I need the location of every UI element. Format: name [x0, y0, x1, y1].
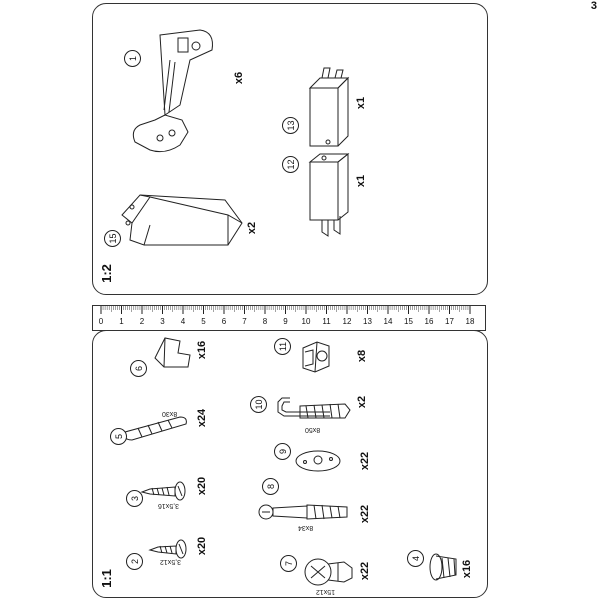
shelf-support-drawing [154, 337, 191, 368]
qty-part-4: x16 [461, 559, 474, 579]
dim-part-7: 15x12 [316, 588, 336, 595]
qty-part-2: x20 [196, 536, 209, 556]
dim-part-8: 8x34 [298, 524, 314, 531]
part-number-3: 3 [126, 490, 143, 507]
ruler-tick-label: 2 [139, 317, 145, 326]
hook-anchor-drawing [277, 397, 351, 419]
part-number-4: 4 [407, 550, 424, 567]
part-number-13: 13 [282, 117, 299, 134]
ruler-tick-label: 5 [201, 317, 206, 326]
qty-part-15: x2 [246, 221, 259, 235]
ruler-tick-label: 6 [221, 317, 227, 326]
dim-part-10: 8x50 [305, 426, 321, 433]
ruler-tick-label: 18 [465, 317, 475, 326]
part-number-11: 11 [274, 338, 291, 355]
part-number-15: 15 [104, 230, 121, 247]
qty-part-13: x1 [355, 96, 368, 110]
screw-3-5x12-drawing [148, 539, 187, 559]
part-number-6: 6 [130, 360, 147, 377]
ruler-tick-label: 3 [160, 317, 165, 326]
ruler-tick-label: 9 [283, 317, 288, 326]
dim-part-3: 3,5x16 [158, 502, 180, 509]
qty-part-6: x16 [196, 340, 209, 360]
part-number-10: 10 [250, 396, 267, 413]
qty-part-11: x8 [356, 349, 369, 363]
leg-drawing [121, 194, 243, 246]
ruler-tick-label: 12 [342, 317, 352, 326]
ruler-tick-label: 16 [424, 317, 434, 326]
ruler-tick-label: 13 [363, 317, 372, 326]
dim-part-5: 8x30 [162, 410, 178, 417]
dim-part-2: 3,5x12 [160, 558, 182, 565]
qty-part-3: x20 [196, 476, 209, 496]
part-number-9: 9 [274, 443, 291, 460]
ruler-tick-label: 0 [98, 317, 104, 326]
cam-bolt-drawing [258, 504, 348, 520]
ruler-tick-label: 15 [404, 317, 413, 326]
qty-part-7: x22 [359, 561, 372, 581]
page-number: 3 [590, 0, 597, 12]
part-number-8: 8 [262, 478, 279, 495]
qty-part-5: x24 [196, 408, 209, 428]
ruler-tick-label: 7 [242, 317, 247, 326]
ruler-tick-label: 4 [180, 317, 186, 326]
threaded-insert-drawing [429, 553, 457, 581]
top-parts-panel: 1:2 [92, 3, 488, 295]
qty-part-1: x6 [233, 71, 246, 85]
scale-label-top: 1:2 [98, 264, 114, 283]
ruler-tick-label: 11 [322, 317, 331, 326]
scale-label-bottom: 1:1 [98, 569, 114, 588]
cam-lock-drawing [304, 558, 353, 586]
part-number-5: 5 [110, 428, 127, 445]
screw-3-5x16-drawing [140, 481, 186, 501]
part-number-2: 2 [126, 553, 143, 570]
ruler-tick-label: 10 [301, 317, 311, 326]
ruler-tick-label: 1 [119, 317, 124, 326]
qty-part-8: x22 [359, 504, 372, 524]
ruler-tick-label: 14 [383, 317, 393, 326]
qty-part-9: x22 [359, 451, 372, 471]
ruler-tick-label: 8 [262, 317, 268, 326]
part-number-7: 7 [280, 555, 297, 572]
dowel-drawing [124, 416, 187, 441]
qty-part-10: x2 [356, 395, 369, 409]
part-number-1: 1 [124, 50, 141, 67]
connector-block-13-drawing [308, 67, 350, 147]
cam-housing-drawing [302, 341, 330, 373]
hinge-drawing [132, 29, 213, 153]
connector-block-12-drawing [308, 152, 350, 237]
mounting-plate-drawing [295, 450, 341, 472]
ruler-tick-label: 17 [445, 317, 454, 326]
part-number-12: 12 [282, 156, 299, 173]
qty-part-12: x1 [355, 174, 368, 188]
